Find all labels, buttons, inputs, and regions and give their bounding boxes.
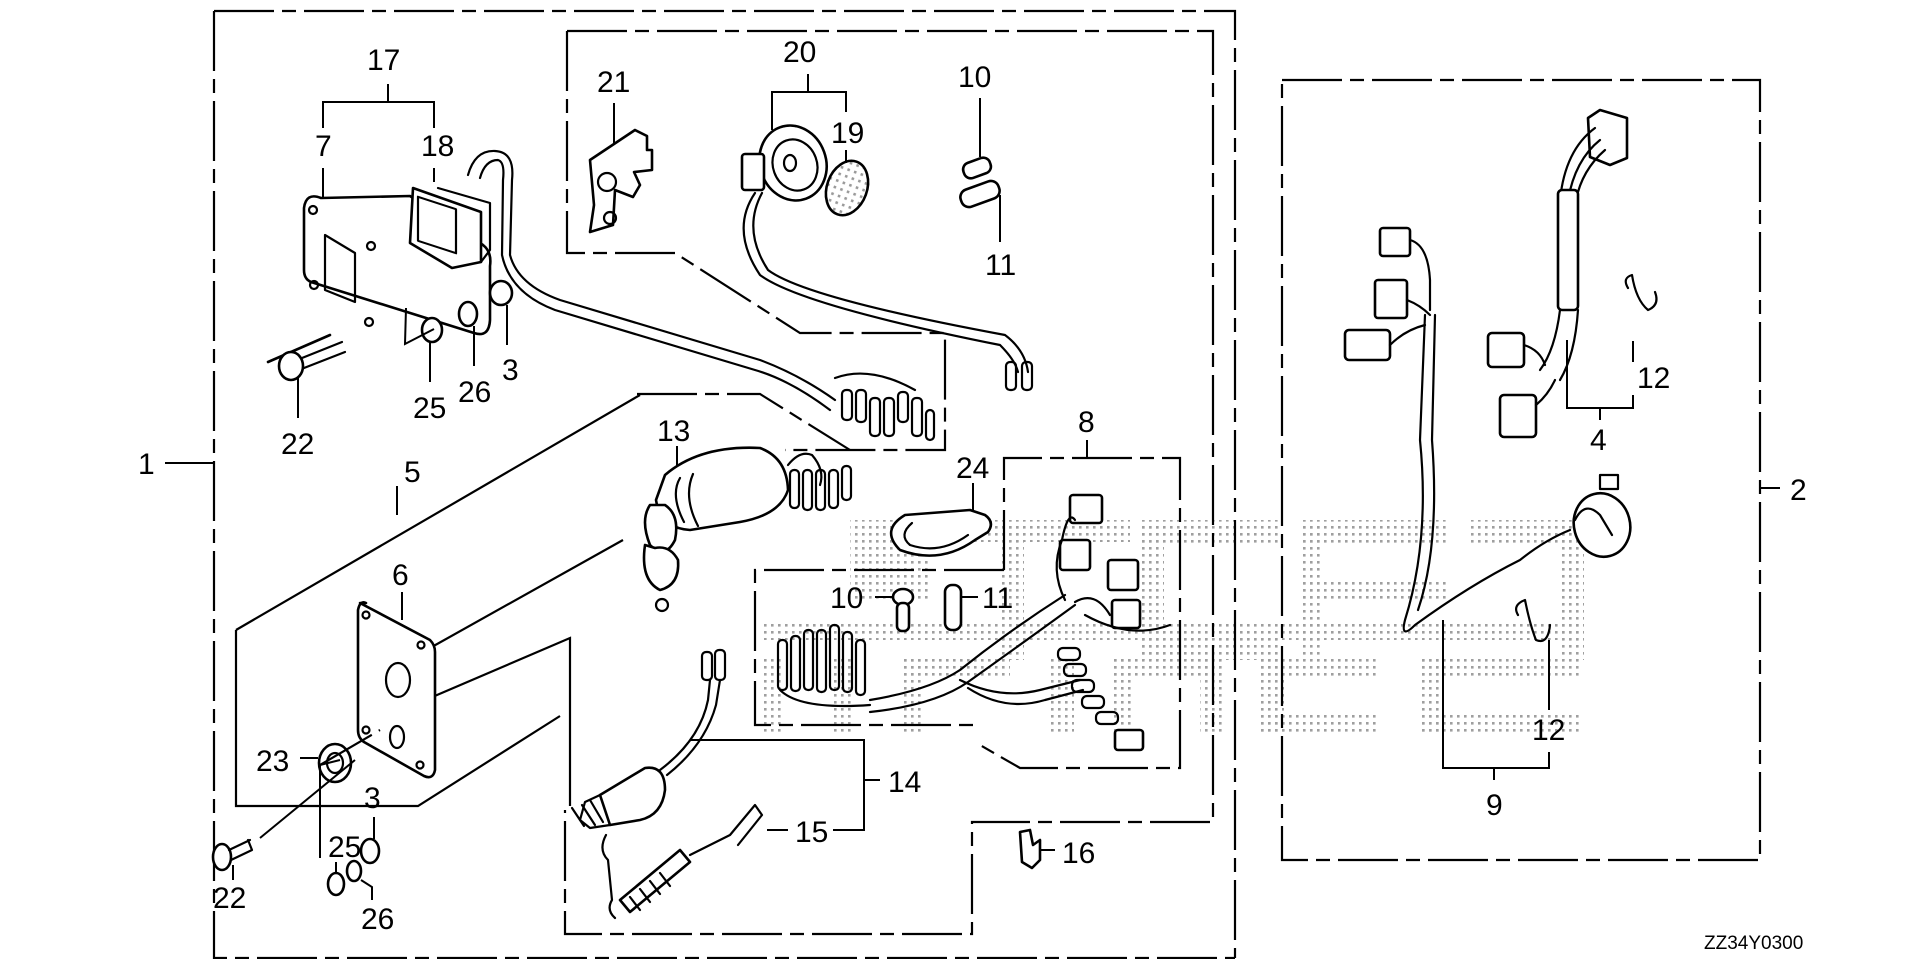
part-20-buzzer — [740, 74, 1030, 374]
switch-connector-bundle — [833, 360, 1034, 442]
watermark — [760, 520, 1584, 735]
callout-12-lower: 12 — [1532, 714, 1565, 747]
callout-20: 20 — [783, 36, 816, 69]
callout-19: 19 — [831, 117, 864, 150]
callout-22-upper: 22 — [281, 428, 314, 461]
part-24-harness-band — [889, 483, 993, 557]
callout-26-lower: 26 — [361, 903, 394, 936]
callout-11-lower: 11 — [982, 582, 1013, 615]
part-13-ignition-switch — [642, 446, 853, 613]
callout-1: 1 — [138, 448, 155, 481]
callout-18: 18 — [421, 130, 454, 163]
group-1-frame — [165, 9, 1237, 959]
callout-25-lower: 25 — [328, 831, 361, 864]
part-10-11-upper — [959, 98, 1001, 242]
callout-9: 9 — [1486, 789, 1503, 822]
callout-3-lower: 3 — [364, 782, 381, 815]
callout-15: 15 — [795, 816, 828, 849]
group-frame-upper — [565, 31, 947, 452]
group-2-frame — [1280, 78, 1780, 862]
callout-7: 7 — [315, 130, 332, 163]
callout-24: 24 — [956, 452, 989, 485]
callout-17: 17 — [367, 44, 400, 77]
group-frame-buzzer — [563, 29, 1215, 936]
callout-2: 2 — [1790, 474, 1807, 507]
callout-26-upper: 26 — [458, 376, 491, 409]
callout-14: 14 — [888, 766, 921, 799]
group-8-frame — [753, 440, 1182, 770]
part-14-stop-switch — [570, 648, 880, 831]
group-5-frame — [234, 392, 851, 808]
part-4-sub-harness — [1486, 108, 1658, 439]
callout-22-lower: 22 — [213, 882, 246, 915]
callout-16: 16 — [1062, 837, 1095, 870]
part-10-11-lower — [875, 583, 978, 633]
hardware-lower — [211, 729, 381, 900]
callout-6: 6 — [392, 559, 409, 592]
callout-10-upper: 10 — [958, 61, 991, 94]
callout-8: 8 — [1078, 406, 1095, 439]
part-9-extension-harness — [1343, 226, 1632, 780]
callout-13: 13 — [657, 415, 690, 448]
main-harness-drawing — [776, 493, 1172, 752]
callout-5: 5 — [404, 456, 421, 489]
diagram-code: ZZ34Y0300 — [1704, 933, 1803, 954]
callout-10-lower: 10 — [830, 582, 863, 615]
callout-3-upper: 3 — [502, 354, 519, 387]
callout-12-upper: 12 — [1637, 362, 1670, 395]
part-16-spare-clip — [1018, 828, 1055, 870]
part-6-panel-plate — [356, 592, 437, 779]
hardware-upper — [266, 279, 514, 418]
part-17-switch-assembly — [322, 84, 435, 198]
part-21-buzzer-bracket — [588, 103, 654, 234]
callout-25-upper: 25 — [413, 392, 446, 425]
callout-4: 4 — [1590, 424, 1607, 457]
part-15-lanyard — [601, 803, 788, 920]
part-18-switch — [408, 149, 837, 412]
callout-11-upper: 11 — [985, 249, 1016, 282]
callout-21: 21 — [597, 66, 630, 99]
callout-23: 23 — [256, 745, 289, 778]
